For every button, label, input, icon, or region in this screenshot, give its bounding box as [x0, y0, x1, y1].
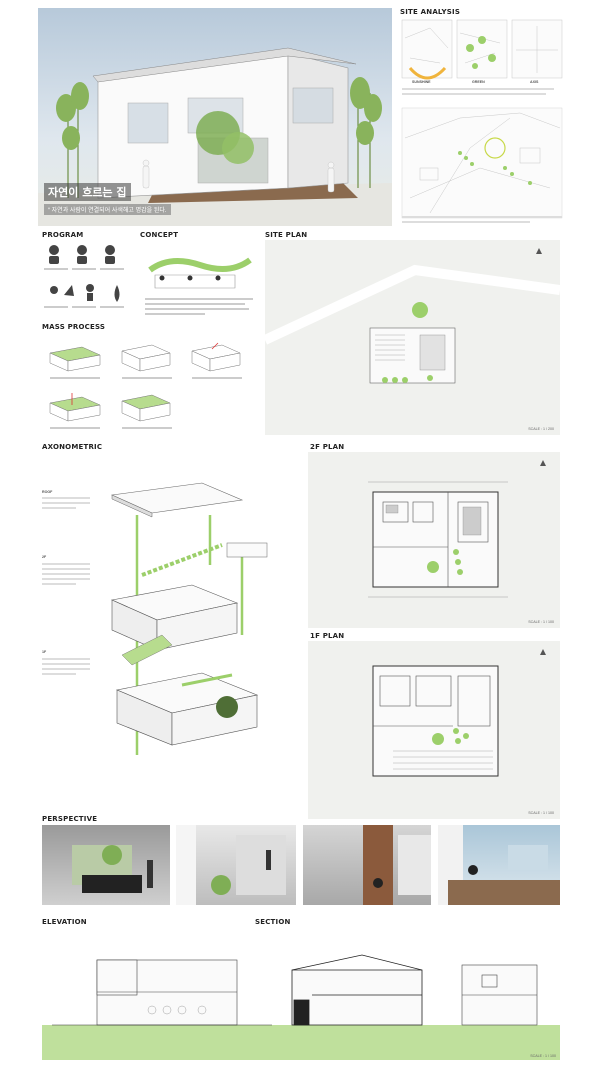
elevation-heading: ELEVATION: [42, 918, 87, 926]
hero-subtitle: “ 자연과 사람이 연결되어 사색해고 명감을 된다.: [44, 204, 171, 215]
hero-title: 자연이 흐르는 집: [44, 183, 131, 201]
site-label-green: GREEN: [472, 80, 485, 84]
plan-1f-panel: SCALE : 1 / 100: [308, 641, 560, 819]
section-scale: SCALE : 1 / 100: [530, 1054, 556, 1058]
plan-2f-scale: SCALE : 1 / 100: [528, 620, 554, 624]
mass-process-heading: MASS PROCESS: [42, 323, 106, 331]
concept-diagram: [140, 240, 258, 320]
program-heading: PROGRAM: [42, 231, 84, 239]
axonometric-heading: AXONOMETRIC: [42, 443, 103, 451]
perspective-1: [42, 825, 170, 905]
site-plan-heading: SITE PLAN: [265, 231, 308, 239]
plan-1f-heading: 1F PLAN: [310, 632, 345, 640]
perspective-2: [176, 825, 296, 905]
hero-building-illustration: [38, 47, 392, 226]
site-analysis-diagrams: SUNSHINE GREEN AXIS: [400, 18, 565, 228]
axo-text-block-2f: [42, 563, 90, 585]
site-plan-panel: SCALE : 1 / 200: [265, 240, 560, 435]
perspective-3: [303, 825, 431, 905]
axo-label-1f: 1F: [42, 650, 47, 654]
site-analysis-heading: SITE ANALYSIS: [400, 8, 461, 16]
site-text-lines: [402, 88, 562, 98]
site-label-sunshine: SUNSHINE: [412, 80, 431, 84]
site-label-axis: AXIS: [530, 80, 539, 84]
perspective-4: [438, 825, 560, 905]
axo-label-2f: 2F: [42, 555, 47, 559]
plan-1f-scale: SCALE : 1 / 100: [528, 811, 554, 815]
axo-text-block-1f: [42, 658, 90, 675]
elevation-section-drawings: SCALE : 1 / 100: [42, 930, 560, 1060]
axo-label-roof: ROOF: [42, 490, 53, 494]
axonometric-diagram: ROOF 2F 1F: [42, 455, 297, 785]
site-plan-scale: SCALE : 1 / 200: [528, 427, 554, 431]
perspective-heading: PERSPECTIVE: [42, 815, 98, 823]
hero-render: 자연이 흐르는 집 “ 자연과 사람이 연결되어 사색해고 명감을 된다.: [38, 8, 392, 226]
axo-text-block-roof: [42, 497, 90, 509]
section-heading: SECTION: [255, 918, 291, 926]
plan-2f-panel: SCALE : 1 / 100: [308, 452, 560, 628]
site-description-lines: [402, 216, 562, 223]
program-icons: [42, 240, 137, 315]
concept-heading: CONCEPT: [140, 231, 179, 239]
plan-2f-heading: 2F PLAN: [310, 443, 345, 451]
mass-process-diagrams: [42, 333, 260, 433]
